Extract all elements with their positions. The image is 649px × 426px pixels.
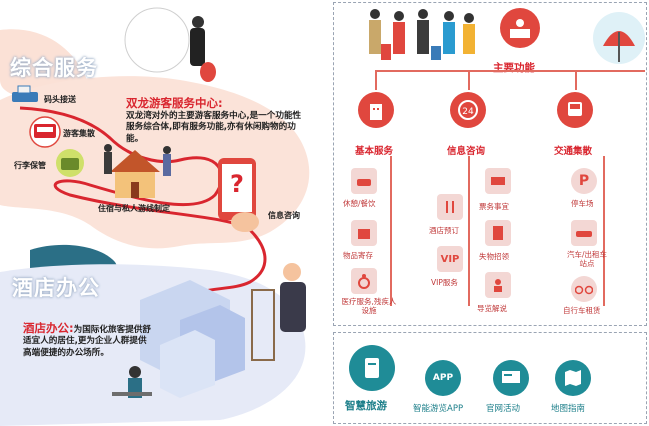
smart-item-map: 地图指南 bbox=[551, 404, 586, 414]
car-icon bbox=[571, 220, 597, 246]
service-center-body: 双龙湾对外的主要游客服务中心,是一个功能性服务综合体,即有服务功能,亦有休闲购物… bbox=[126, 111, 302, 144]
woman-figure-icon bbox=[190, 16, 216, 82]
label-luggage-storage: 行李保管 bbox=[14, 161, 46, 170]
map-icon bbox=[555, 360, 591, 396]
ticket-icon bbox=[485, 168, 511, 194]
functions-panel: 主要功能 基本服务 24 信息咨询 交通集散 休憩/餐饮 物品寄存 医疗服务,残… bbox=[333, 0, 649, 426]
guide-icon bbox=[485, 272, 511, 298]
service-lost-found: 失物招领 bbox=[479, 252, 509, 261]
app-icon: APP bbox=[425, 360, 461, 396]
basic-column-line bbox=[390, 156, 392, 306]
hand-icon bbox=[231, 212, 259, 232]
info-column-line bbox=[468, 156, 470, 306]
label-info-consult: 信息咨询 bbox=[268, 211, 300, 220]
label-bus-hub: 游客集散 bbox=[63, 129, 95, 138]
service-ticketing: 票务事宜 bbox=[479, 202, 509, 211]
service-parking: 停车场 bbox=[571, 199, 594, 208]
chat-phone-icon bbox=[349, 345, 395, 391]
connector-top bbox=[375, 70, 645, 72]
hotel-body-rest: 客提供舒适宜人的居住,更为企业人群提供高端便捷的办公场所。 bbox=[23, 325, 151, 358]
smart-tourism-title: 智慧旅游 bbox=[345, 400, 387, 412]
bus-icon bbox=[557, 92, 593, 128]
category-basic-label: 基本服务 bbox=[355, 146, 394, 157]
smart-item-website: 官网活动 bbox=[486, 404, 521, 414]
smart-item-app: 智能游览APP bbox=[413, 404, 464, 414]
locker-icon bbox=[351, 220, 377, 246]
wheelchair-icon bbox=[351, 268, 377, 294]
category-transport-label: 交通集散 bbox=[554, 146, 593, 157]
travellers-icon bbox=[369, 9, 475, 60]
svg-text:24: 24 bbox=[462, 107, 474, 117]
main-function-label: 主要功能 bbox=[493, 62, 535, 74]
website-icon bbox=[493, 360, 529, 396]
category-info-label: 信息咨询 bbox=[447, 146, 486, 157]
church-icon bbox=[110, 150, 160, 198]
service-bike-rental: 自行车租赁 bbox=[563, 306, 601, 315]
label-dock-transfer: 码头接送 bbox=[44, 95, 76, 104]
document-icon bbox=[485, 220, 511, 246]
connector-transport bbox=[575, 70, 577, 90]
tourist-figure-icon bbox=[104, 144, 171, 176]
boat-icon bbox=[12, 85, 38, 102]
bicycle-icon bbox=[571, 276, 597, 302]
utensils-icon bbox=[437, 194, 463, 220]
beach-icon bbox=[593, 12, 645, 64]
luggage-circle-icon bbox=[56, 149, 84, 177]
section-title-comprehensive-service: 综合服务 bbox=[10, 56, 98, 80]
icon-ring bbox=[124, 7, 190, 73]
service-center-description: 双龙游客服务中心: 双龙湾对外的主要游客服务中心,是一个功能性服务综合体,即有服… bbox=[126, 95, 306, 145]
service-guided-tour: 导览解说 bbox=[477, 304, 507, 313]
illustration-background bbox=[0, 7, 310, 426]
smart-tourism-frame bbox=[333, 332, 647, 424]
service-taxi: 汽车/出租车站点 bbox=[566, 250, 608, 268]
smartphone-icon bbox=[218, 158, 256, 220]
question-mark-icon: ? bbox=[230, 170, 244, 198]
service-storage: 物品寄存 bbox=[343, 251, 373, 260]
service-center-title: 双龙游客服务中心: bbox=[126, 96, 223, 110]
sofa-icon bbox=[351, 168, 377, 194]
vip-icon: VIP bbox=[437, 246, 463, 272]
phone-24-icon: 24 bbox=[450, 92, 486, 128]
hotel-title: 酒店办公: bbox=[23, 321, 74, 335]
transport-column-line bbox=[603, 156, 605, 306]
label-route-planning: 住宿与私人游线制定 bbox=[98, 204, 170, 213]
hotel-body-first: 为国际化旅 bbox=[73, 325, 117, 335]
section-title-hotel-office: 酒店办公 bbox=[12, 276, 100, 300]
bellboy-icon bbox=[251, 263, 306, 361]
bus-circle-icon bbox=[29, 116, 61, 148]
service-medical: 医疗服务,残疾人设施 bbox=[341, 297, 397, 315]
building-icon bbox=[358, 92, 394, 128]
hotel-description: 酒店办公:为国际化旅客提供舒适宜人的居住,更为企业人群提供高端便捷的办公场所。 bbox=[23, 321, 151, 359]
service-vip: VIP服务 bbox=[431, 278, 458, 287]
parking-icon: P bbox=[571, 168, 597, 194]
connector-info bbox=[468, 70, 470, 90]
hotel-buildings-icon bbox=[140, 280, 245, 398]
reception-icon bbox=[500, 8, 540, 48]
service-rest-dining: 休憩/餐饮 bbox=[343, 199, 376, 208]
service-hotel-booking: 酒店预订 bbox=[429, 226, 459, 235]
main-function-frame bbox=[333, 2, 647, 326]
office-workers-icon bbox=[112, 366, 152, 398]
connector-basic bbox=[375, 70, 377, 90]
